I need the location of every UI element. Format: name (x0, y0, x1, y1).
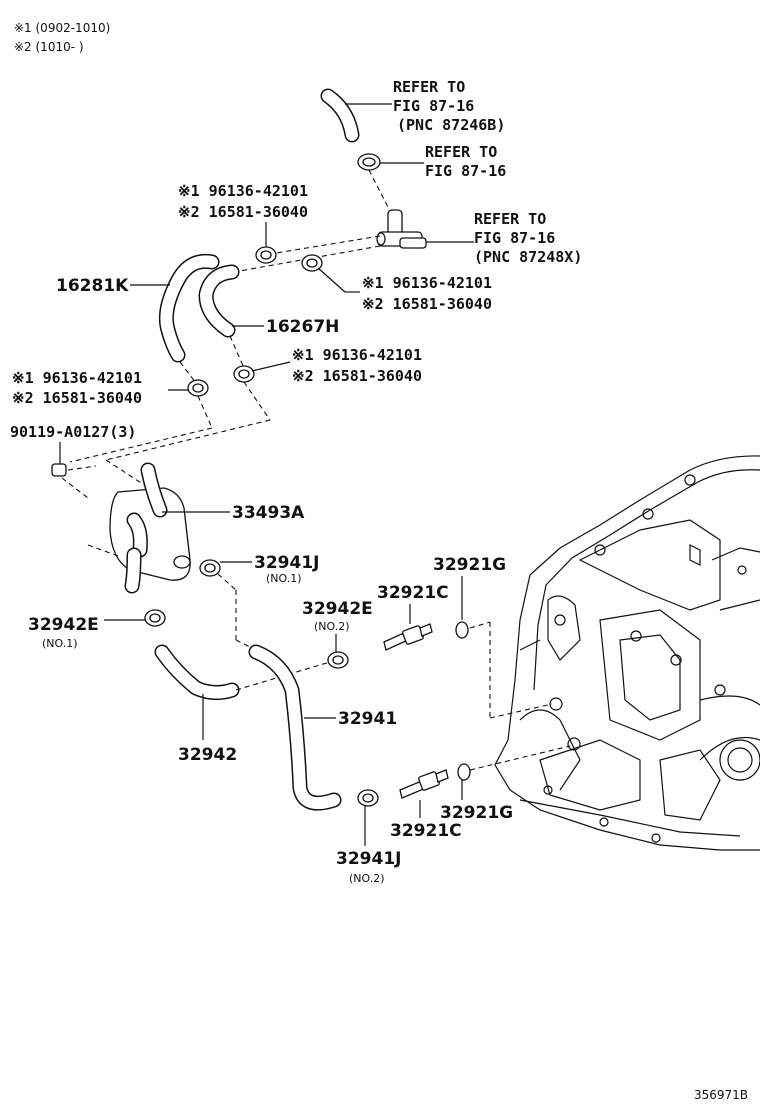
label-32921g-bot: 32921G (440, 803, 513, 823)
clamp-b-label2: ※2 16581-36040 (362, 295, 492, 313)
gasket-32921g-bot (457, 763, 471, 781)
transmission-housing (494, 455, 760, 851)
clamp-32941j-no1 (199, 559, 221, 577)
label-32942: 32942 (178, 745, 237, 765)
label-bolt: 90119-A0127(3) (10, 423, 136, 441)
hose-16267h (198, 264, 240, 338)
clamp-c (233, 365, 255, 383)
label-32942e-no2: 32942E (302, 599, 373, 619)
clamp-b-label1: ※1 96136-42101 (362, 274, 492, 292)
clamp-a-label2: ※2 16581-36040 (178, 203, 308, 221)
label-32941j-no2: 32941J (336, 849, 401, 869)
union-32921c-top (383, 623, 433, 651)
ref3-line1: REFER TO (474, 210, 546, 228)
tee-joint (376, 209, 427, 249)
label-32921g-top: 32921G (433, 555, 506, 575)
union-32921c-bot (399, 769, 449, 799)
clamp-32942e-no1 (144, 609, 166, 627)
clamp-a-label1: ※1 96136-42101 (178, 182, 308, 200)
ref2-line1: REFER TO (425, 143, 497, 161)
clamp-32941j-no2 (357, 789, 379, 807)
diagram-code: 356971B (694, 1088, 748, 1102)
upper-hose-ref (320, 88, 360, 143)
label-32941j-no1: 32941J (254, 553, 319, 573)
label-32941j-no2-sub: (NO.2) (349, 872, 385, 885)
ref3-line2: FIG 87-16 (474, 229, 555, 247)
clamp-a (255, 246, 277, 264)
ref1-line2: FIG 87-16 (393, 97, 474, 115)
clamp-c-label1: ※1 96136-42101 (292, 346, 422, 364)
label-32921c-bot: 32921C (390, 821, 462, 841)
label-32942e-no1-sub: (NO.1) (42, 637, 78, 650)
label-16281k: 16281K (56, 276, 129, 296)
note-1: ※1 (0902-1010) (14, 21, 110, 35)
label-32921c-top: 32921C (377, 583, 449, 603)
gasket-32921g-top (455, 621, 469, 639)
clamp-b (301, 254, 323, 272)
label-16267h: 16267H (266, 317, 339, 337)
bolt-part (51, 463, 67, 477)
clamp-d (187, 379, 209, 397)
ref1-line3: (PNC 87246B) (397, 116, 505, 134)
note-2: ※2 (1010- ) (14, 40, 84, 54)
label-32942e-no2-sub: (NO.2) (314, 620, 350, 633)
clamp-d-label2: ※2 16581-36040 (12, 389, 142, 407)
ref1-line1: REFER TO (393, 78, 465, 96)
hose-32941 (248, 644, 342, 811)
hose-16281k (158, 253, 220, 363)
label-32941j-no1-sub: (NO.1) (266, 572, 302, 585)
label-32942e-no1: 32942E (28, 615, 99, 635)
clamp-c-label2: ※2 16581-36040 (292, 367, 422, 385)
oil-cooler (109, 462, 191, 594)
label-33493a: 33493A (232, 503, 305, 523)
clamp-ref2 (357, 153, 381, 171)
ref2-line2: FIG 87-16 (425, 162, 506, 180)
ref3-line3: (PNC 87248X) (474, 248, 582, 266)
clamp-32942e-no2 (327, 651, 349, 669)
clamp-d-label1: ※1 96136-42101 (12, 369, 142, 387)
label-32941: 32941 (338, 709, 397, 729)
hose-32942 (154, 644, 240, 701)
